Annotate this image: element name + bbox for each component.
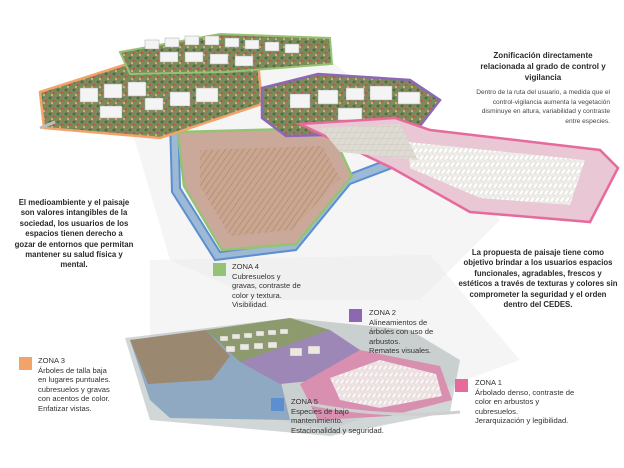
zona4-swatch (213, 263, 226, 276)
upper-zone2-buildings (289, 85, 421, 121)
zona2-legend: ZONA 2 Alineamientos de árboles con uso … (369, 308, 469, 356)
upper-buildings (79, 35, 300, 119)
zona3-swatch (19, 357, 32, 370)
zona4-line: Cubresuelos y (232, 271, 281, 281)
zona1-legend: ZONA 1 Árbolado denso, contraste de colo… (475, 378, 615, 426)
lower-zone3 (130, 330, 230, 384)
zona5-line: Especies de bajo (291, 406, 349, 416)
zona5-name: ZONA 5 (291, 397, 319, 406)
upper-zone1-parking (408, 142, 585, 205)
zona2-line: arbustos. (369, 336, 401, 346)
zona4-line: gravas, contraste de (232, 281, 301, 291)
zona5-line: mantenimiento. (291, 416, 343, 426)
zona2-swatch (349, 309, 362, 322)
zona1-line: color en arbustos y (475, 397, 540, 407)
lower-buildings (219, 328, 321, 357)
zona5-legend: ZONA 5 Especies de bajo mantenimiento. E… (291, 397, 421, 435)
zona3-line: Enfatizar vistas. (38, 403, 92, 413)
zona4-line: color y textura. (232, 290, 282, 300)
heading-body: Dentro de la ruta del usuario, a medida … (476, 89, 610, 125)
zona4-line: Visibilidad. (232, 300, 269, 310)
upper-road-left (39, 120, 56, 130)
zona3-line: cubresuelos y gravas (38, 384, 110, 394)
zona1-line: Árbolado denso, contraste de (475, 387, 575, 397)
lower-road (289, 398, 461, 416)
zona1-swatch (455, 379, 468, 392)
right-statement: La propuesta de paisaje tiene como objet… (458, 248, 618, 310)
zona1-line: cubresuelos. (475, 406, 519, 416)
heading-title: Zonificación directamente relacionada al… (480, 51, 606, 82)
zona1-name: ZONA 1 (475, 378, 503, 387)
upper-zone1-approach (320, 124, 418, 160)
zona2-line: árboles con uso de (369, 327, 434, 337)
zona3-line: en lugares puntuales. (38, 375, 111, 385)
upper-zone4-plaza-stripes (200, 146, 340, 236)
zona4-legend: ZONA 4 Cubresuelos y gravas, contraste d… (232, 262, 342, 310)
zona2-name: ZONA 2 (369, 308, 397, 317)
zona1-line: Jerarquización y legibilidad. (475, 416, 569, 426)
zona2-line: Remates visuales. (369, 346, 432, 356)
zona2-line: Alineamientos de (369, 317, 428, 327)
zona3-line: con acentos de color. (38, 394, 110, 404)
zona3-legend: ZONA 3 Árboles de talla baja en lugares … (38, 356, 138, 414)
zona3-name: ZONA 3 (38, 356, 66, 365)
zona4-name: ZONA 4 (232, 262, 260, 271)
zona5-line: Estacionalidad y seguridad. (291, 425, 384, 435)
lower-zone1-parking (330, 360, 442, 408)
left-statement: El medioambiente y el paisaje son valore… (14, 198, 134, 270)
zona5-swatch (271, 398, 284, 411)
zona3-line: Árboles de talla baja (38, 365, 107, 375)
